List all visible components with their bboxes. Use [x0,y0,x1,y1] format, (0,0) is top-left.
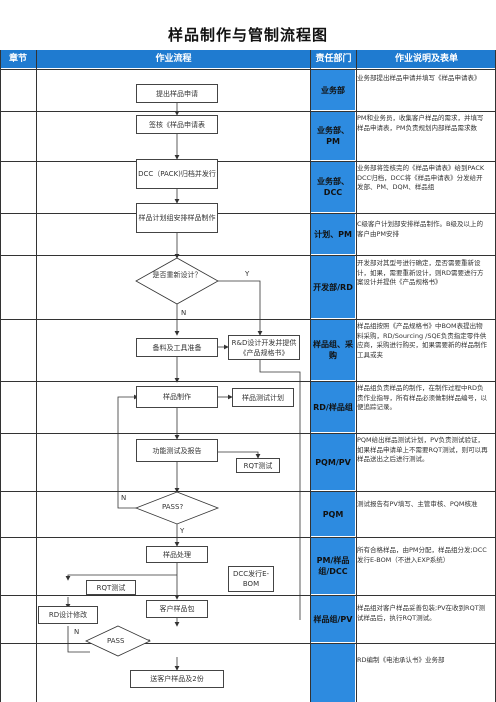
dept-cell: 业务部、DCC [311,162,355,212]
grid-line [0,319,496,320]
grid-line [0,537,496,538]
prepare-material-box: 备料及工具准备 [136,338,218,357]
desc-cell: 开发部对其型号进行确定，是否需要重新设计，如果，需要重新设计，则RD需要进行方案… [357,259,484,286]
desc-cell: 所有合格样品，由PM分配，样品组分发;DCC发行E-BOM（不进入EXP系统） [357,546,487,564]
rd-design-spec-box: R&D设计开发并提供《产品规格书》 [228,335,300,360]
dcc-archive-box: DCC（PACK)归档并发行 [136,159,218,189]
no-label: N [74,628,80,636]
grid-line [310,50,311,702]
decision-pass-2 [85,625,151,657]
grid-line [0,381,496,382]
header-flow: 作业流程 [37,50,310,68]
desc-cell: C级客户计划部安排样品制作。B级及以上的客户由PM安排 [357,220,483,238]
sign-form-box: 签核《样品申请表 [136,115,218,134]
desc-cell: 业务部将签核完的《样品申请表》给到PACK DCC归档，DCC将《样品申请表》分… [357,164,485,191]
test-plan-box: 样品测试计划 [232,388,294,407]
grid-line [0,433,496,434]
plan-sample-box: 样品计划组安排样品制作 [136,203,218,233]
yes-label: Y [180,527,185,535]
dept-cell: 业务部 [311,70,355,110]
grid-line [0,50,1,702]
dept-cell: 样品组、采购 [311,320,355,380]
pass-1-label: PASS? [162,503,184,511]
dept-cell: PM/样品组/DCC [311,538,355,594]
decision-pass-1 [134,491,220,525]
grid-line [0,255,496,256]
grid-line [0,161,496,162]
no-label: N [121,494,127,502]
rqt-test-box-2: RQT测试 [86,580,136,595]
customer-pack-box: 客户样品包 [146,600,208,618]
desc-cell: 样品组对客户样品妥善包装;PV在收到RQT测试样品后，执行RQT测试。 [357,604,486,622]
submit-request-box: 提出样品申请 [136,84,218,103]
grid-line [0,69,496,70]
page-title: 样品制作与管制流程图 [167,26,328,44]
make-sample-box: 样品制作 [136,386,218,408]
desc-cell: RD编制《电池承认书》业务部 [357,656,445,664]
no-label: N [181,309,187,317]
header-desc: 作业说明及表单 [357,50,496,68]
yes-label: Y [245,270,250,278]
desc-cell: 样品组负责样品的制作，在制作过程中RD负责作业指导，所有样品必须做制样品编号，以… [357,384,487,411]
function-test-box: 功能测试及报告 [136,439,218,462]
grid-line [0,595,496,596]
decision-new-design-label: 是否重新设计？ [152,271,202,279]
desc-cell: 样品组按照《产品规格书》中BOM表提出物料采购，RD/Sourcing /SQE… [357,322,487,359]
desc-cell: PM和业务员，收集客户样品的需求，并填写样品申请表，PM负责规划内部样品需求数 [357,114,484,132]
desc-cell: 业务部提出样品申请并填写《样品申请表》 [357,74,481,82]
grid-line [36,50,37,702]
dept-cell: RD/样品组 [311,382,355,432]
grid-line [0,643,496,644]
header-stage: 章节 [0,50,36,68]
dept-cell: 样品组/PV [311,596,355,642]
dept-cell: 计划、PM [311,214,355,254]
dept-cell: 开发部/RD [311,256,355,318]
desc-cell: 测试报告有PV填写、主管审核、PQM核准 [357,500,478,508]
decision-new-design [135,257,219,305]
dcc-ebom-box: DCC发行E-BOM [228,566,274,592]
dept-cell: PQM [311,492,355,536]
dept-cell: 业务部、PM [311,112,355,160]
grid-line [0,111,496,112]
desc-cell: PQM给出样品测试计划，PV负责测试验证，如果样品申请单上不需要RQT测试，则可… [357,436,488,463]
grid-line [356,50,357,702]
dept-cell: PQM/PV [311,434,355,490]
send-sample-box: 送客户样品及2份 [130,670,224,688]
dept-cell [311,644,355,702]
grid-line [0,491,496,492]
sample-process-box: 样品处理 [146,546,208,563]
header-dept: 责任部门 [311,50,356,68]
rd-modify-box: RD设计修改 [38,606,98,624]
rqt-test-box-1: RQT测试 [236,458,280,473]
grid-line [0,213,496,214]
pass-2-label: PASS [107,637,125,645]
